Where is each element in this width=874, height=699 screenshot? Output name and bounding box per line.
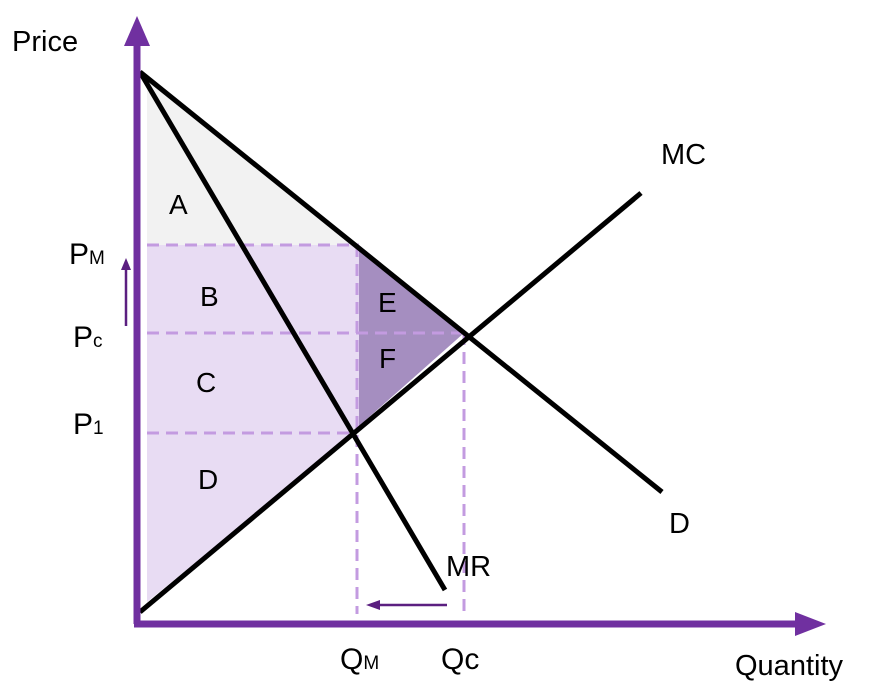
axes [124,16,826,636]
price-pc-label: Pc [73,321,103,354]
area-b-label: B [200,281,219,312]
guide-lines [147,243,466,614]
demand-curve-label: D [669,508,690,540]
area-a-label: A [169,189,188,220]
area-c-label: C [196,367,216,398]
mr-curve-label: MR [446,551,491,583]
marginal-cost-curve [138,191,643,614]
quantity-qm-label: QM [340,643,379,676]
area-e-label: E [378,287,397,318]
price-increase-arrow [121,258,131,326]
region-bcd [147,245,359,602]
quantity-decrease-arrow [366,600,447,610]
price-p1-label: P1 [73,408,104,441]
area-d-label: D [198,464,218,495]
region-ef-deadweight-loss [359,245,464,426]
x-axis-label: Quantity [735,650,843,682]
marginal-revenue-curve [137,70,448,592]
area-f-label: F [379,343,396,374]
mc-curve-label: MC [661,139,706,171]
y-axis-label: Price [12,26,78,58]
demand-curve [138,70,664,494]
x-axis-arrowhead [795,612,826,636]
y-axis-arrowhead [124,16,150,46]
price-pm-label: PM [69,238,105,271]
quantity-qc-label: Qc [441,643,479,676]
